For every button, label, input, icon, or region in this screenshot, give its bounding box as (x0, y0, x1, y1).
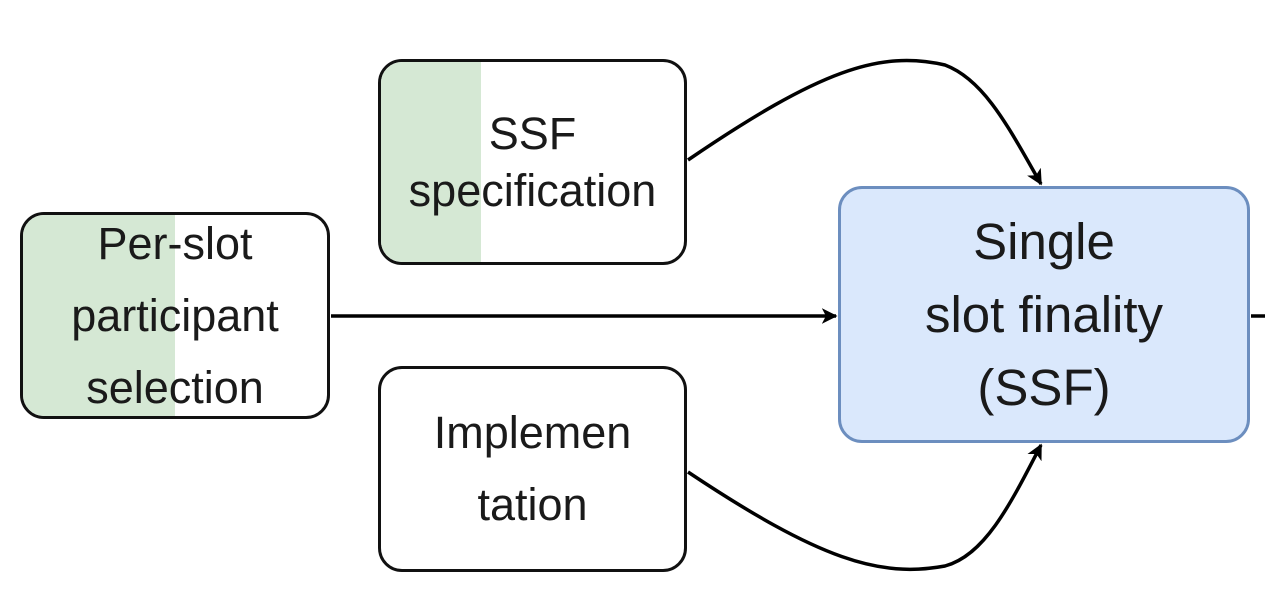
ssf-specification-label: SSF specification (381, 62, 684, 262)
implementation-node: Implemen tation (378, 366, 687, 572)
per-slot-label-line-2: participant (71, 289, 279, 341)
per-slot-participant-selection-node: Per-slot participant selection (20, 212, 330, 419)
per-slot-label-line-1: Per-slot (97, 217, 253, 269)
ssf-specification-node: SSF specification (378, 59, 687, 265)
ssf-specification-progress-fill (381, 62, 481, 262)
single-slot-finality-label-line-1: Single (973, 213, 1115, 270)
single-slot-finality-label-line-3: (SSF) (977, 359, 1111, 416)
implementation-label-line-1: Implemen (433, 407, 632, 458)
edge-implementation-to-ssf (687, 443, 1043, 572)
edge-ssf-specification-to-ssf (687, 58, 1043, 186)
per-slot-participant-selection-progress-fill (23, 215, 175, 416)
single-slot-finality-label-line-2: slot finality (924, 286, 1164, 343)
per-slot-participant-selection-label: Per-slot participant selection (23, 215, 327, 416)
single-slot-finality-node: Single slot finality (SSF) (838, 186, 1250, 443)
implementation-label-line-2: tation (477, 479, 588, 530)
single-slot-finality-label: Single slot finality (SSF) (841, 189, 1247, 440)
per-slot-label-line-3: selection (86, 361, 264, 413)
ssf-specification-label-line-2: specification (408, 165, 657, 216)
ssf-specification-label-line-1: SSF (488, 108, 577, 159)
implementation-label: Implemen tation (381, 369, 684, 569)
